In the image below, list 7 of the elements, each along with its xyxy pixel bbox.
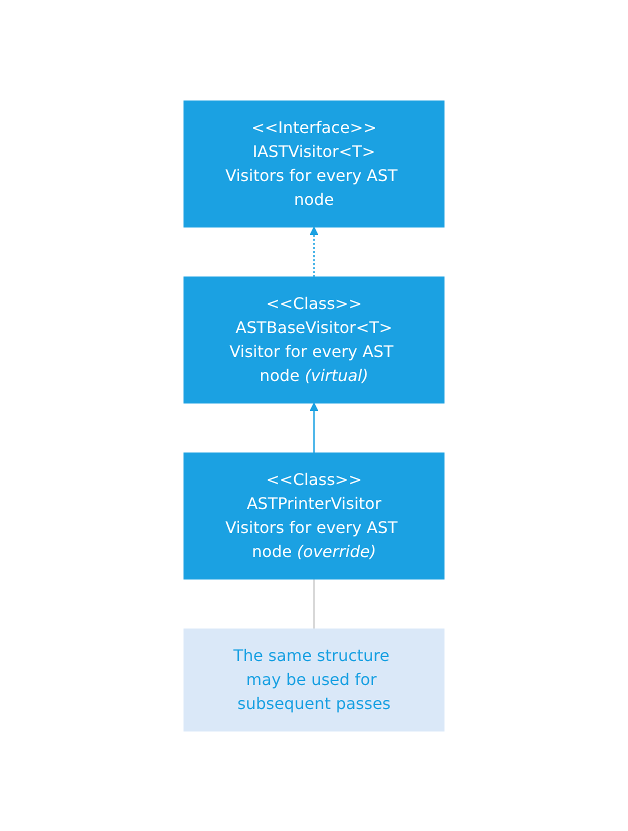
connector — [313, 578, 315, 628]
node-box: <<Class>> ASTBaseVisitor<T> Visitor for every AST node (virtual) — [184, 276, 444, 403]
node-box: <<Class>> ASTPrinterVisitor Visitors for every AST node (override) — [184, 452, 444, 579]
arrow — [310, 226, 318, 276]
node-box: The same structure may be used for subsequent passes — [184, 628, 444, 731]
node-box: <<Interface>> IASTVisitor<T> Visitors for every AST node — [184, 100, 444, 227]
arrow — [310, 402, 318, 452]
